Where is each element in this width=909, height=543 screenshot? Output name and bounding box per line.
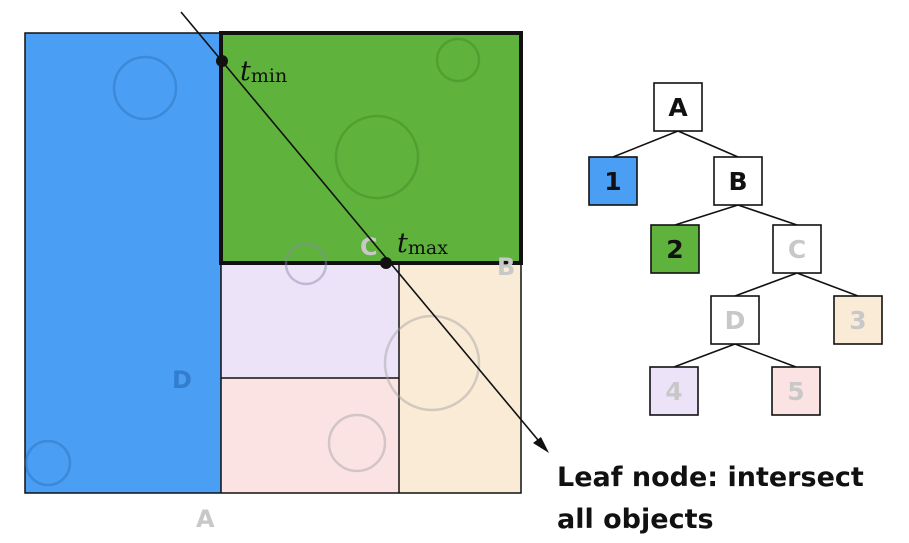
tree-node-label: A (668, 93, 688, 122)
caption-line-1: Leaf node: intersect (557, 462, 864, 493)
ray-arrowhead (533, 437, 549, 453)
tree-edge-B-C (737, 204, 798, 226)
region-labels: A B C D (172, 233, 515, 533)
tree-node-B: B (713, 156, 763, 206)
tree-node-label: 2 (666, 235, 683, 264)
region-leaf-4 (221, 263, 399, 378)
tree-node-label: 4 (665, 377, 682, 406)
tree-node-C: C (772, 224, 822, 274)
tree-node-3: 3 (833, 295, 883, 345)
tree-node-box (588, 156, 638, 206)
tree-node-box (653, 82, 703, 132)
tree-edges (612, 130, 859, 368)
tree-node-label: 5 (787, 377, 804, 406)
region-label-b: B (497, 253, 515, 281)
tree-node-4: 4 (649, 366, 699, 416)
tree-node-box (650, 224, 700, 274)
tree-edge-D-5 (734, 343, 797, 368)
t-max-label: tmax (397, 228, 448, 259)
tree-node-1: 1 (588, 156, 638, 206)
caption-line-2: all objects (557, 504, 714, 535)
region-leaf-5 (221, 378, 399, 493)
region-leaf-2 (221, 33, 521, 263)
tree-edge-D-4 (673, 343, 736, 368)
object-circle (383, 314, 481, 412)
tree-edge-C-3 (796, 272, 859, 297)
tree-node-label: B (728, 167, 747, 196)
region-label-c: C (360, 233, 378, 261)
tree-node-5: 5 (771, 366, 821, 416)
tree-node-box (771, 366, 821, 416)
t-max-point (380, 257, 392, 269)
tree-node-label: 1 (604, 167, 621, 196)
tree-node-label: D (725, 306, 746, 335)
object-circle (284, 242, 328, 286)
region-leaf-1 (25, 33, 221, 493)
tree-node-box (710, 295, 760, 345)
tree-edge-A-B (677, 130, 739, 158)
tree-node-box (833, 295, 883, 345)
ray-line (180, 11, 544, 447)
object-circle (24, 439, 72, 487)
region-label-d: D (172, 366, 192, 394)
object-circle (334, 114, 420, 200)
tree-nodes: A 1 B 2 C D 3 4 5 (588, 82, 883, 416)
tree-node-A: A (653, 82, 703, 132)
t-min-point (216, 55, 228, 67)
ray (180, 11, 549, 453)
region-label-a: A (196, 505, 215, 533)
tree-edge-A-1 (612, 130, 679, 158)
tree-node-label: C (788, 235, 806, 264)
tree-node-box (649, 366, 699, 416)
tree-node-label: 3 (849, 306, 866, 335)
object-circle (112, 55, 178, 121)
caption: Leaf node: intersect all objects (557, 462, 864, 535)
tree-edge-B-2 (674, 204, 739, 226)
tree-node-box (713, 156, 763, 206)
spatial-partition (24, 31, 523, 494)
scene-objects (24, 37, 481, 487)
object-circle (435, 37, 481, 83)
tree-edge-C-D (734, 272, 798, 297)
object-circle (327, 413, 387, 473)
tree-node-box (772, 224, 822, 274)
tree-node-D: D (710, 295, 760, 345)
region-leaf-3 (399, 263, 521, 493)
t-min-label: tmin (240, 56, 287, 87)
tree-node-2: 2 (650, 224, 700, 274)
active-leaf-highlight (219, 31, 523, 265)
